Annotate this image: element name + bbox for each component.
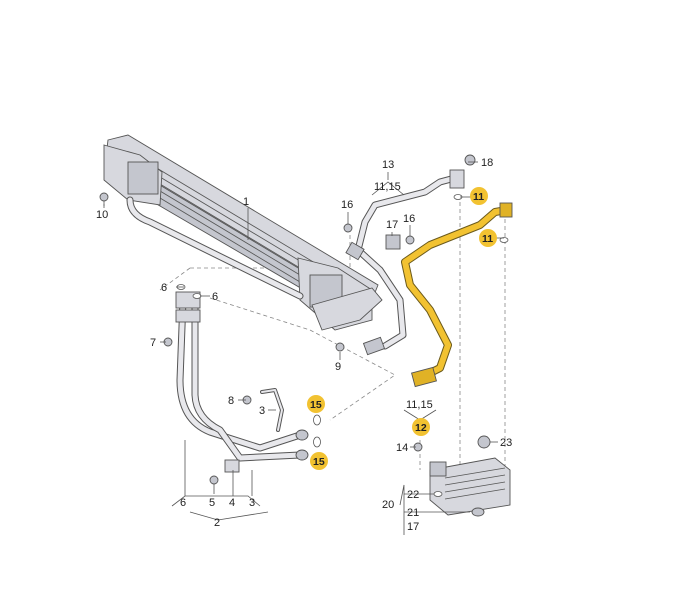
- label-6-b: 6: [212, 291, 218, 303]
- label-16-left: 16: [341, 199, 353, 211]
- badge-11-top: 11: [470, 187, 488, 205]
- highlighted-labels: 11 11 12 15 15: [307, 187, 497, 470]
- badge-12: 12: [412, 418, 430, 436]
- label-18: 18: [481, 157, 493, 169]
- svg-text:15: 15: [310, 399, 322, 411]
- badge-15-top: 15: [307, 395, 325, 413]
- badge-11-right: 11: [479, 229, 497, 247]
- label-6-c: 6: [180, 497, 186, 509]
- label-11-15-top: 11,15: [374, 181, 401, 193]
- label-6-a: 6: [161, 282, 167, 294]
- label-3-a: 3: [259, 405, 265, 417]
- label-3-b: 3: [249, 497, 255, 509]
- lower-pipe-assembly: [175, 291, 309, 473]
- label-22: 22: [407, 489, 419, 501]
- label-9: 9: [335, 361, 341, 373]
- svg-text:11: 11: [473, 191, 484, 203]
- label-11-15-bottom: 11,15: [406, 399, 433, 411]
- label-14: 14: [396, 442, 408, 454]
- upper-cooling-pipe: [345, 174, 459, 356]
- label-2: 2: [214, 517, 220, 529]
- label-8: 8: [228, 395, 234, 407]
- svg-text:11: 11: [482, 233, 493, 245]
- label-7: 7: [150, 337, 156, 349]
- badge-15-bottom: 15: [310, 452, 328, 470]
- label-17-top: 17: [386, 219, 398, 231]
- label-17-bottom: 17: [407, 521, 419, 533]
- label-5: 5: [209, 497, 215, 509]
- fasteners: [99, 154, 509, 497]
- leader-lines: [103, 161, 504, 535]
- highlighted-pipe-12: [401, 202, 513, 388]
- label-16-right: 16: [403, 213, 415, 225]
- lower-oil-cooler: [429, 457, 511, 517]
- svg-text:15: 15: [313, 456, 325, 468]
- label-1: 1: [243, 196, 249, 208]
- label-23: 23: [500, 437, 512, 449]
- label-4: 4: [229, 497, 235, 509]
- label-10: 10: [96, 209, 108, 221]
- label-20: 20: [382, 499, 394, 511]
- label-13: 13: [382, 159, 394, 171]
- label-21: 21: [407, 507, 419, 519]
- oil-cooler: [103, 134, 383, 331]
- part-labels: 1 10 16 16 17 13 11,15 18 9 6 6 7 8 3 5 …: [96, 157, 512, 533]
- svg-text:12: 12: [415, 422, 427, 434]
